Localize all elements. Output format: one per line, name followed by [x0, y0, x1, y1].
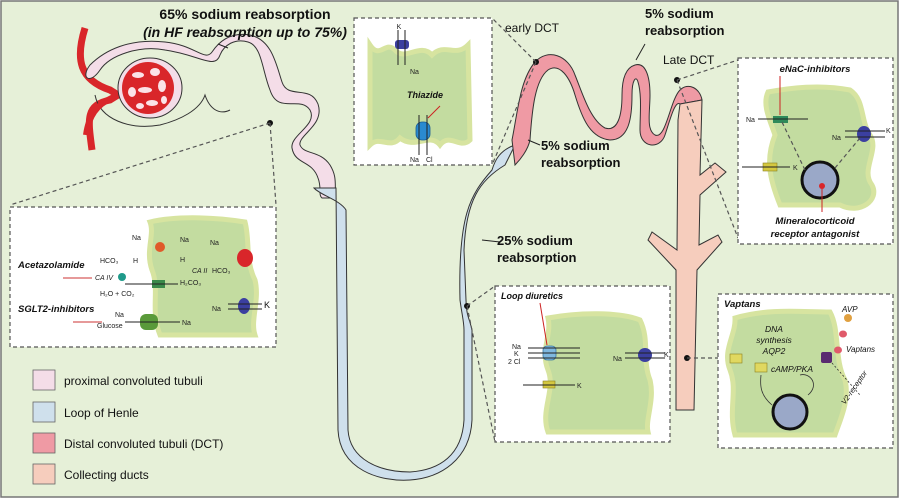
svg-text:Na: Na	[410, 157, 419, 164]
svg-text:Na: Na	[115, 312, 124, 319]
svg-text:K: K	[397, 24, 402, 31]
svg-text:Na: Na	[410, 69, 419, 76]
legend-item-proximal: proximal convoluted tubuli	[32, 369, 203, 391]
svg-text:Na: Na	[210, 240, 219, 247]
early-dct-label: early DCT	[505, 21, 560, 35]
svg-text:HCO₃: HCO₃	[100, 258, 119, 265]
svg-text:synthesis: synthesis	[756, 335, 792, 345]
svg-text:H: H	[133, 258, 138, 265]
svg-text:Na: Na	[512, 344, 521, 351]
loop-inset: Loop diuretics Na K 2 Cl K Na K	[494, 285, 671, 443]
enac-inhibitors-label: eNaC-inhibitors	[780, 64, 851, 75]
legend-label: Distal convoluted tubuli (DCT)	[64, 437, 223, 451]
ca4-icon	[118, 273, 126, 281]
thiazide-label: Thiazide	[407, 90, 443, 100]
svg-text:2 Cl: 2 Cl	[508, 359, 521, 366]
glomerulus-capillaries	[128, 68, 167, 109]
svg-text:Glucose: Glucose	[97, 323, 123, 330]
dct-lower-label-2: reabsorption	[541, 155, 621, 170]
svg-text:K: K	[264, 300, 270, 310]
legend-swatch	[32, 369, 56, 391]
svg-text:Na: Na	[182, 320, 191, 327]
legend-label: proximal convoluted tubuli	[64, 374, 203, 388]
legend-label: Collecting ducts	[64, 468, 149, 482]
svg-text:Na: Na	[746, 117, 755, 124]
loop-diuretics-label: Loop diuretics	[501, 291, 563, 301]
legend-swatch	[32, 432, 56, 454]
henle-label-1: 25% sodium	[497, 233, 573, 248]
svg-text:Na: Na	[832, 135, 841, 142]
dct-lower-label-1: 5% sodium	[541, 138, 610, 153]
aqp2-vesicle-icon	[754, 362, 768, 373]
svg-text:K: K	[793, 165, 798, 172]
svg-text:Na: Na	[180, 237, 189, 244]
proximal-label: 65% sodium reabsorption	[159, 6, 330, 22]
legend-item-dct: Distal convoluted tubuli (DCT)	[32, 432, 223, 454]
svg-text:K: K	[664, 352, 669, 359]
svg-text:HCO₃: HCO₃	[212, 268, 231, 275]
legend-label: Loop of Henle	[64, 406, 139, 420]
sglt2-label: SGLT2-inhibitors	[18, 304, 94, 315]
nbce1-icon	[237, 249, 253, 267]
thiazide-inset: K Na Thiazide Na Cl	[353, 17, 493, 166]
svg-text:Na: Na	[613, 356, 622, 363]
svg-text:AVP: AVP	[841, 305, 858, 314]
nucleus-icon	[800, 160, 840, 200]
proximal-inset: Acetazolamide SGLT2-inhibitors Na Na HCO…	[9, 206, 277, 348]
svg-text:H₂O + CO₂: H₂O + CO₂	[100, 291, 135, 298]
late-dct-label: Late DCT	[663, 53, 715, 67]
nhe3-icon	[155, 242, 165, 252]
acetazolamide-label: Acetazolamide	[17, 260, 85, 271]
legend-item-henle: Loop of Henle	[32, 401, 139, 423]
legend-item-collecting: Collecting ducts	[32, 463, 149, 485]
aqp2-channel-icon	[729, 353, 743, 364]
svg-text:cAMP/PKA: cAMP/PKA	[771, 364, 813, 374]
na-k-pump-icon	[857, 126, 871, 142]
svg-text:K: K	[514, 351, 519, 358]
enac-inset: eNaC-inhibitors Na K Na K Mineralocortic…	[737, 57, 894, 245]
svg-text:K: K	[577, 383, 582, 390]
na-k-pump-icon	[238, 298, 250, 314]
svg-text:Na: Na	[132, 235, 141, 242]
nucleus-icon	[771, 393, 809, 431]
svg-text:Vaptans: Vaptans	[846, 345, 875, 354]
dct-upper-label-1: 5% sodium	[645, 6, 714, 21]
v2-receptor-icon	[821, 352, 832, 363]
svg-text:DNA: DNA	[765, 324, 783, 334]
svg-text:H₂CO₃: H₂CO₃	[180, 280, 201, 287]
proximal-hf-label: (in HF reabsorption up to 75%)	[143, 24, 347, 40]
svg-text:CA IV: CA IV	[95, 275, 114, 282]
ncc-transporter-icon	[415, 121, 431, 141]
legend: proximal convoluted tubuli Loop of Henle…	[32, 369, 223, 485]
proximal-tubule	[85, 33, 337, 199]
svg-text:H: H	[180, 257, 185, 264]
svg-text:Na: Na	[212, 306, 221, 313]
mra-label-1: Mineralocorticoid	[775, 216, 854, 227]
dct-upper-label-2: reabsorption	[645, 23, 725, 38]
collecting-duct	[647, 99, 727, 411]
mra-label-2: receptor antagonist	[771, 229, 861, 240]
svg-text:Cl: Cl	[426, 157, 433, 164]
legend-swatch	[32, 463, 56, 485]
avp-icon	[844, 314, 852, 322]
henle-label-2: reabsorption	[497, 250, 577, 265]
na-k-pump-icon	[395, 40, 409, 49]
na-k-pump-icon	[638, 348, 652, 362]
vaptans-inset: Vaptans DNA synthesis AQP2 cAMP/PKA AVP …	[717, 293, 894, 449]
legend-swatch	[32, 401, 56, 423]
svg-text:K: K	[886, 128, 891, 135]
vaptans-title: Vaptans	[724, 299, 761, 310]
svg-text:AQP2: AQP2	[762, 346, 786, 356]
loop-of-henle	[312, 144, 516, 481]
svg-text:CA II: CA II	[192, 268, 207, 275]
vaptan-molecule-icon	[834, 346, 842, 354]
